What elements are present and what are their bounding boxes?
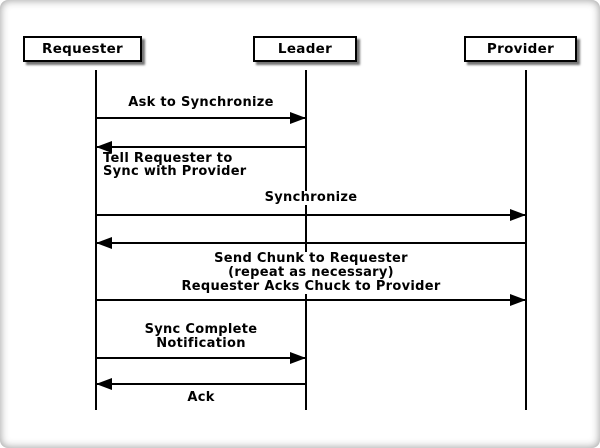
actor-label-provider: Provider <box>486 41 555 57</box>
actor-label-requester: Requester <box>42 41 123 57</box>
message-label-ack: Ack <box>96 391 306 405</box>
message-label-ask-to-synchronize: Ask to Synchronize <box>96 96 306 110</box>
actor-box-provider: Provider <box>464 36 577 62</box>
label-text: Sync Complete <box>142 322 260 337</box>
message-arrow-ack-chunk <box>96 294 526 306</box>
message-label-tell-requester: Tell Requester to Sync with Provider <box>101 152 249 178</box>
message-arrow-ack <box>96 378 306 390</box>
label-text: Send Chunk to Requester <box>212 251 410 266</box>
message-label-send-chunk: Send Chunk to Requester (repeat as neces… <box>96 252 526 294</box>
label-text: Ack <box>185 390 217 405</box>
actor-label-leader: Leader <box>277 41 333 57</box>
message-arrow-ask-to-synchronize <box>96 112 306 124</box>
actor-box-leader: Leader <box>253 36 357 62</box>
label-text: Notification <box>154 336 248 351</box>
message-arrow-send-chunk <box>96 237 526 249</box>
label-text: Sync with Provider <box>101 164 249 179</box>
lifeline-leader <box>305 70 307 410</box>
arrowhead-right-icon <box>510 209 526 221</box>
label-text: Requester Acks Chuck to Provider <box>179 279 443 294</box>
arrowhead-right-icon <box>290 112 306 124</box>
message-arrow-synchronize <box>96 209 526 221</box>
label-text: Ask to Synchronize <box>126 95 276 110</box>
message-label-synchronize: Synchronize <box>96 191 526 205</box>
arrowhead-left-icon <box>96 141 112 153</box>
lifeline-provider <box>525 70 527 410</box>
label-text: (repeat as necessary) <box>226 265 396 280</box>
message-label-sync-complete: Sync Complete Notification <box>96 323 306 351</box>
arrowhead-left-icon <box>96 378 112 390</box>
arrowhead-left-icon <box>96 237 112 249</box>
label-text: Tell Requester to <box>101 151 235 166</box>
message-arrow-tell-requester <box>96 141 306 153</box>
actor-box-requester: Requester <box>23 36 142 62</box>
arrowhead-right-icon <box>510 294 526 306</box>
label-text: Synchronize <box>262 190 360 205</box>
arrowhead-right-icon <box>290 352 306 364</box>
message-arrow-sync-complete <box>96 352 306 364</box>
